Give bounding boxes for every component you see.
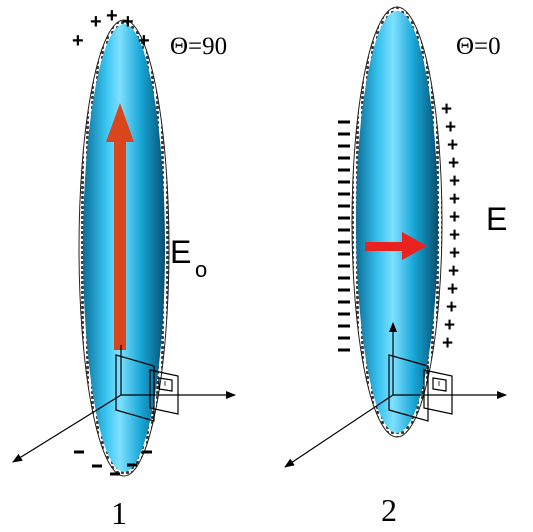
svg-text:+: + [445, 117, 456, 138]
svg-text:+: + [444, 315, 455, 336]
field-arrow-2 [365, 232, 427, 260]
svg-text:+: + [90, 11, 102, 33]
angle-label-2: Θ=0 [456, 33, 501, 60]
field-label-1-sub: o [195, 257, 207, 282]
field-arrow-1 [106, 103, 134, 350]
figure-2: + + + + + + + + + + + + + + Θ=0 E 2 [284, 6, 507, 528]
negative-charges-bottom-1 [74, 450, 152, 476]
figure-number-1: 1 [111, 495, 127, 531]
svg-text:+: + [106, 5, 118, 27]
positive-charges-2: + + + + + + + + + + + + + + [441, 99, 460, 354]
svg-text:+: + [449, 207, 460, 228]
axes-1 [12, 345, 236, 463]
angle-label-1: Θ=90 [170, 33, 227, 60]
field-label-1: E o [170, 234, 207, 282]
svg-text:+: + [122, 11, 134, 33]
svg-text:+: + [448, 153, 459, 174]
svg-text:+: + [72, 30, 84, 52]
svg-text:+: + [449, 225, 460, 246]
svg-text:+: + [449, 243, 460, 264]
svg-text:+: + [447, 135, 458, 156]
svg-text:+: + [446, 297, 457, 318]
negative-charges-2 [338, 120, 350, 352]
svg-text:+: + [447, 279, 458, 300]
figure-number-2: 2 [381, 492, 397, 528]
figure-1: + + + + + Θ=90 E o 1 [12, 5, 236, 531]
field-label-2: E [486, 201, 507, 237]
positive-charges-top-1: + + + + + [72, 5, 150, 52]
svg-text:+: + [442, 333, 453, 354]
field-label-1-main: E [170, 234, 191, 270]
svg-text:+: + [449, 171, 460, 192]
ellipsoid-2 [356, 11, 438, 433]
svg-text:+: + [449, 189, 460, 210]
axes-2 [284, 322, 507, 468]
svg-text:+: + [138, 30, 150, 52]
svg-text:+: + [448, 261, 459, 282]
svg-text:+: + [441, 99, 452, 120]
